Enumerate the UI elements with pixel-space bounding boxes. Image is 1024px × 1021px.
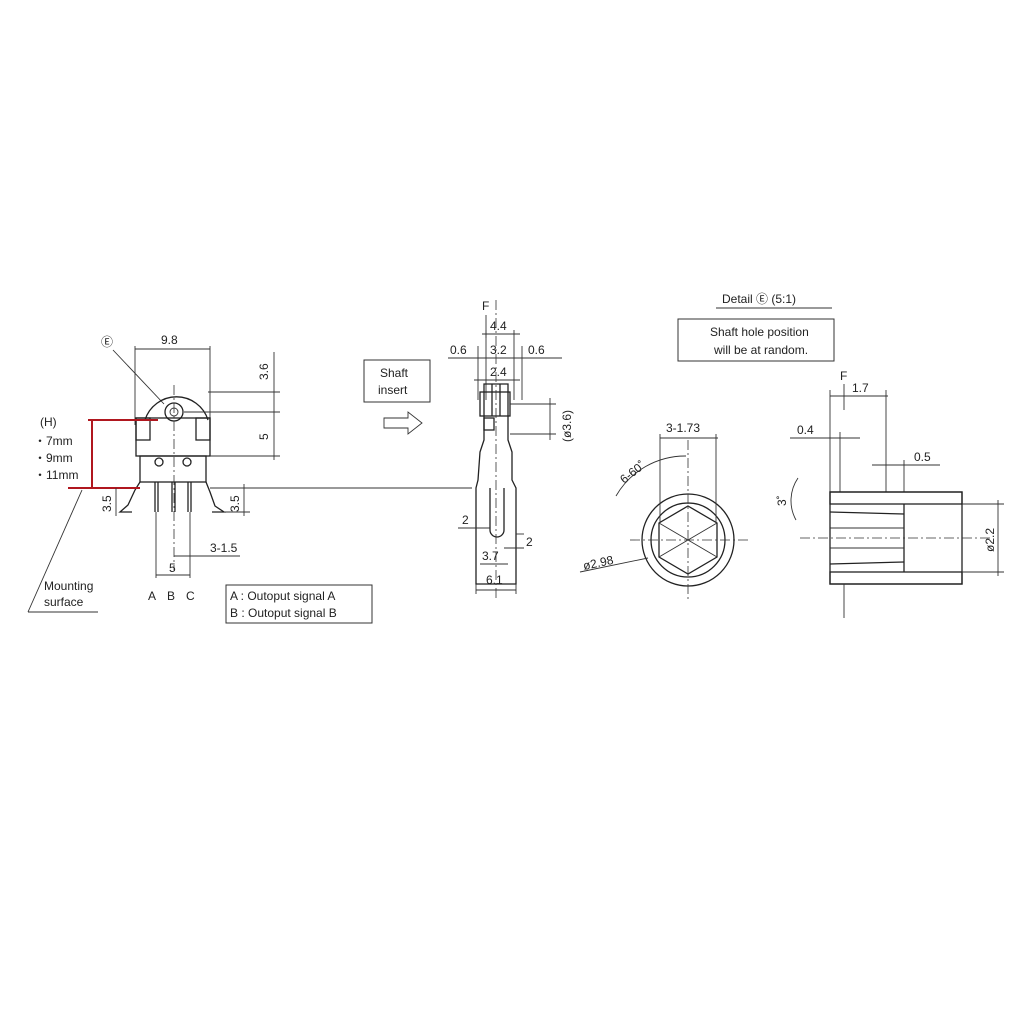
detail-note-box xyxy=(677,318,835,362)
detail-header: Detail Ⓔ (5:1) Shaft hole position will … xyxy=(677,292,835,362)
pin-hole xyxy=(154,457,164,467)
shaft-insert-line1: Shaft xyxy=(380,366,409,380)
detail-note-line1: Shaft hole position xyxy=(710,325,809,339)
encoder-front-view: Ⓔ 9.8 3.6 5 xyxy=(27,333,472,613)
dim-3-5-right: 3.5 xyxy=(228,495,242,512)
section-wall-top xyxy=(829,491,963,505)
detail-leader xyxy=(112,349,165,405)
angle-3-arc xyxy=(790,477,799,521)
mounting-label-line1: Mounting xyxy=(44,579,93,593)
dim-4-4: 4.4 xyxy=(490,319,507,333)
signal-legend: A : Outoput signal A B : Outoput signal … xyxy=(225,584,373,624)
height-7mm: ・7mm xyxy=(34,434,73,448)
pin-label-c: C xyxy=(186,589,195,603)
detail-note-line2: will be at random. xyxy=(713,343,808,357)
dim-2-right: 2 xyxy=(526,535,533,549)
left-leg xyxy=(118,481,141,513)
pin-hole xyxy=(182,457,192,467)
dim-5-vertical: 5 xyxy=(257,433,271,440)
legend-box xyxy=(225,584,373,624)
shaft-key xyxy=(483,417,495,431)
encoder-body xyxy=(135,417,211,457)
dim-3-deg: 3˚ xyxy=(775,495,789,506)
dim-0-4: 0.4 xyxy=(797,423,814,437)
taper-bottom xyxy=(829,561,905,565)
dim-3-1-5: 3-1.5 xyxy=(210,541,238,555)
taper-top xyxy=(829,511,905,515)
dim-3-1-73: 3-1.73 xyxy=(666,421,700,435)
dim-5-pins: 5 xyxy=(169,561,176,575)
dim-3-5-left: 3.5 xyxy=(100,495,114,512)
dim-0-5: 0.5 xyxy=(914,450,931,464)
dim-6-60: 6-60˚ xyxy=(617,458,648,486)
dim-dia-2-2: ø2.2 xyxy=(983,528,997,552)
encoder-top-arc xyxy=(144,396,209,421)
mounting-label-line2: surface xyxy=(44,595,84,609)
shaft-insert-callout: Shaft insert xyxy=(363,359,431,435)
f-label-detail: F xyxy=(840,369,847,383)
dim-3-2: 3.2 xyxy=(490,343,507,357)
detail-title: Detail Ⓔ (5:1) xyxy=(722,292,796,306)
height-label: (H) xyxy=(40,415,57,429)
detail-hex-view: 3-1.73 6-60˚ ø2.98 xyxy=(579,421,748,600)
dim-2-left: 2 xyxy=(462,513,469,527)
encoder-lower-body xyxy=(139,455,207,483)
detail-e-marker: Ⓔ xyxy=(101,335,113,349)
dim-3-6: 3.6 xyxy=(257,363,271,380)
dim-0-6-right: 0.6 xyxy=(528,343,545,357)
shaft-insert-line2: insert xyxy=(378,383,408,397)
dim-1-7: 1.7 xyxy=(852,381,869,395)
encoder-right-tab xyxy=(195,417,211,441)
detail-section-view: F 1.7 0.4 0.5 3˚ ø2.2 xyxy=(775,369,1004,618)
shaft-side-view: F 4.4 0.6 3.2 0.6 2.4 (ø3.6) 2 2 xyxy=(448,299,574,600)
legend-b: B : Outoput signal B xyxy=(230,606,337,620)
shaft-inner-end xyxy=(489,529,505,538)
section-wall-bottom xyxy=(829,571,963,585)
pin-label-a: A xyxy=(148,589,156,603)
right-leg xyxy=(205,481,227,513)
height-9mm: ・9mm xyxy=(34,451,73,465)
pin-label-b: B xyxy=(167,589,175,603)
mounting-leader xyxy=(27,489,83,613)
angle-arc xyxy=(615,455,687,497)
dim-2-4: 2.4 xyxy=(490,365,507,379)
dim-dia-2-98: ø2.98 xyxy=(582,553,615,573)
height-11mm: ・11mm xyxy=(34,468,78,482)
dim-6-1: 6.1 xyxy=(486,573,503,587)
dim-3-7: 3.7 xyxy=(482,549,499,563)
f-label-side: F xyxy=(482,299,489,313)
dim-dia-3-6: (ø3.6) xyxy=(560,410,574,442)
dim-0-6-left: 0.6 xyxy=(450,343,467,357)
shaft-insert-arrow xyxy=(383,411,423,435)
dim-9-8: 9.8 xyxy=(161,333,178,347)
dia-leader xyxy=(579,557,649,573)
shaft-insert-box xyxy=(363,359,431,403)
encoder-left-tab xyxy=(135,417,151,441)
legend-a: A : Outoput signal A xyxy=(230,589,335,603)
